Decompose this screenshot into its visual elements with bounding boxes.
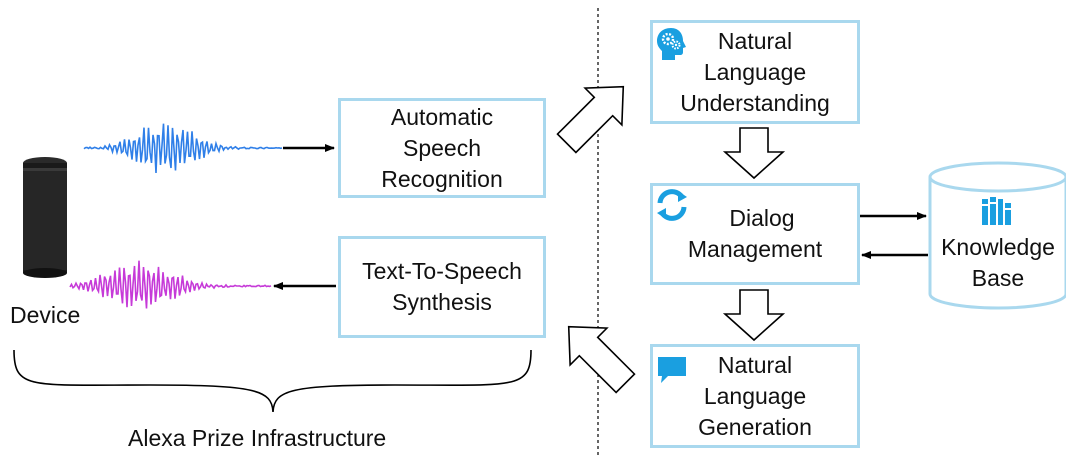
dm-box: Dialog Management: [650, 183, 860, 285]
nlg-to-tts-arrow: [567, 325, 636, 394]
nlu-box: Natural Language Understanding: [650, 20, 860, 124]
input-audio-waveform: [83, 123, 283, 174]
nlu-line-1: Natural: [717, 27, 793, 54]
nlu-line-2: Language: [703, 58, 807, 85]
output-audio-waveform: [69, 260, 272, 309]
brain-gears-icon: [657, 28, 686, 60]
kb-line-1: Knowledge: [941, 234, 1055, 260]
asr-line-2: Speech: [402, 134, 481, 161]
nlg-line-3: Generation: [698, 413, 812, 440]
knowledge-base-label: Knowledge Base: [930, 232, 1066, 294]
tts-line-1: Text-To-Speech: [362, 258, 522, 284]
books-icon: [982, 197, 1011, 225]
dm-line-2: Management: [687, 236, 823, 262]
dm-line-1: Dialog: [729, 205, 795, 231]
refresh-cycle-icon: [657, 189, 687, 221]
nlu-line-3: Understanding: [680, 89, 830, 116]
infrastructure-brace: [13, 349, 532, 413]
echo-device-icon: [23, 157, 67, 278]
infrastructure-label: Alexa Prize Infrastructure: [128, 425, 387, 451]
nlu-to-dm-arrow: [722, 127, 786, 180]
kb-line-2: Base: [971, 265, 1025, 291]
device-label: Device: [10, 302, 81, 328]
nlg-line-2: Language: [703, 382, 807, 409]
dm-to-nlg-arrow: [722, 289, 786, 342]
asr-to-nlu-arrow: [556, 85, 625, 154]
tts-line-2: Synthesis: [392, 289, 492, 315]
knowledge-base-cylinder: [928, 161, 1066, 310]
tts-box: Text-To-Speech Synthesis: [338, 236, 546, 338]
speech-bubble-icon: [658, 357, 686, 383]
asr-line-1: Automatic: [390, 103, 494, 130]
nlg-line-1: Natural: [717, 351, 793, 378]
asr-box: Automatic Speech Recognition: [338, 98, 546, 198]
asr-line-3: Recognition: [381, 165, 503, 192]
